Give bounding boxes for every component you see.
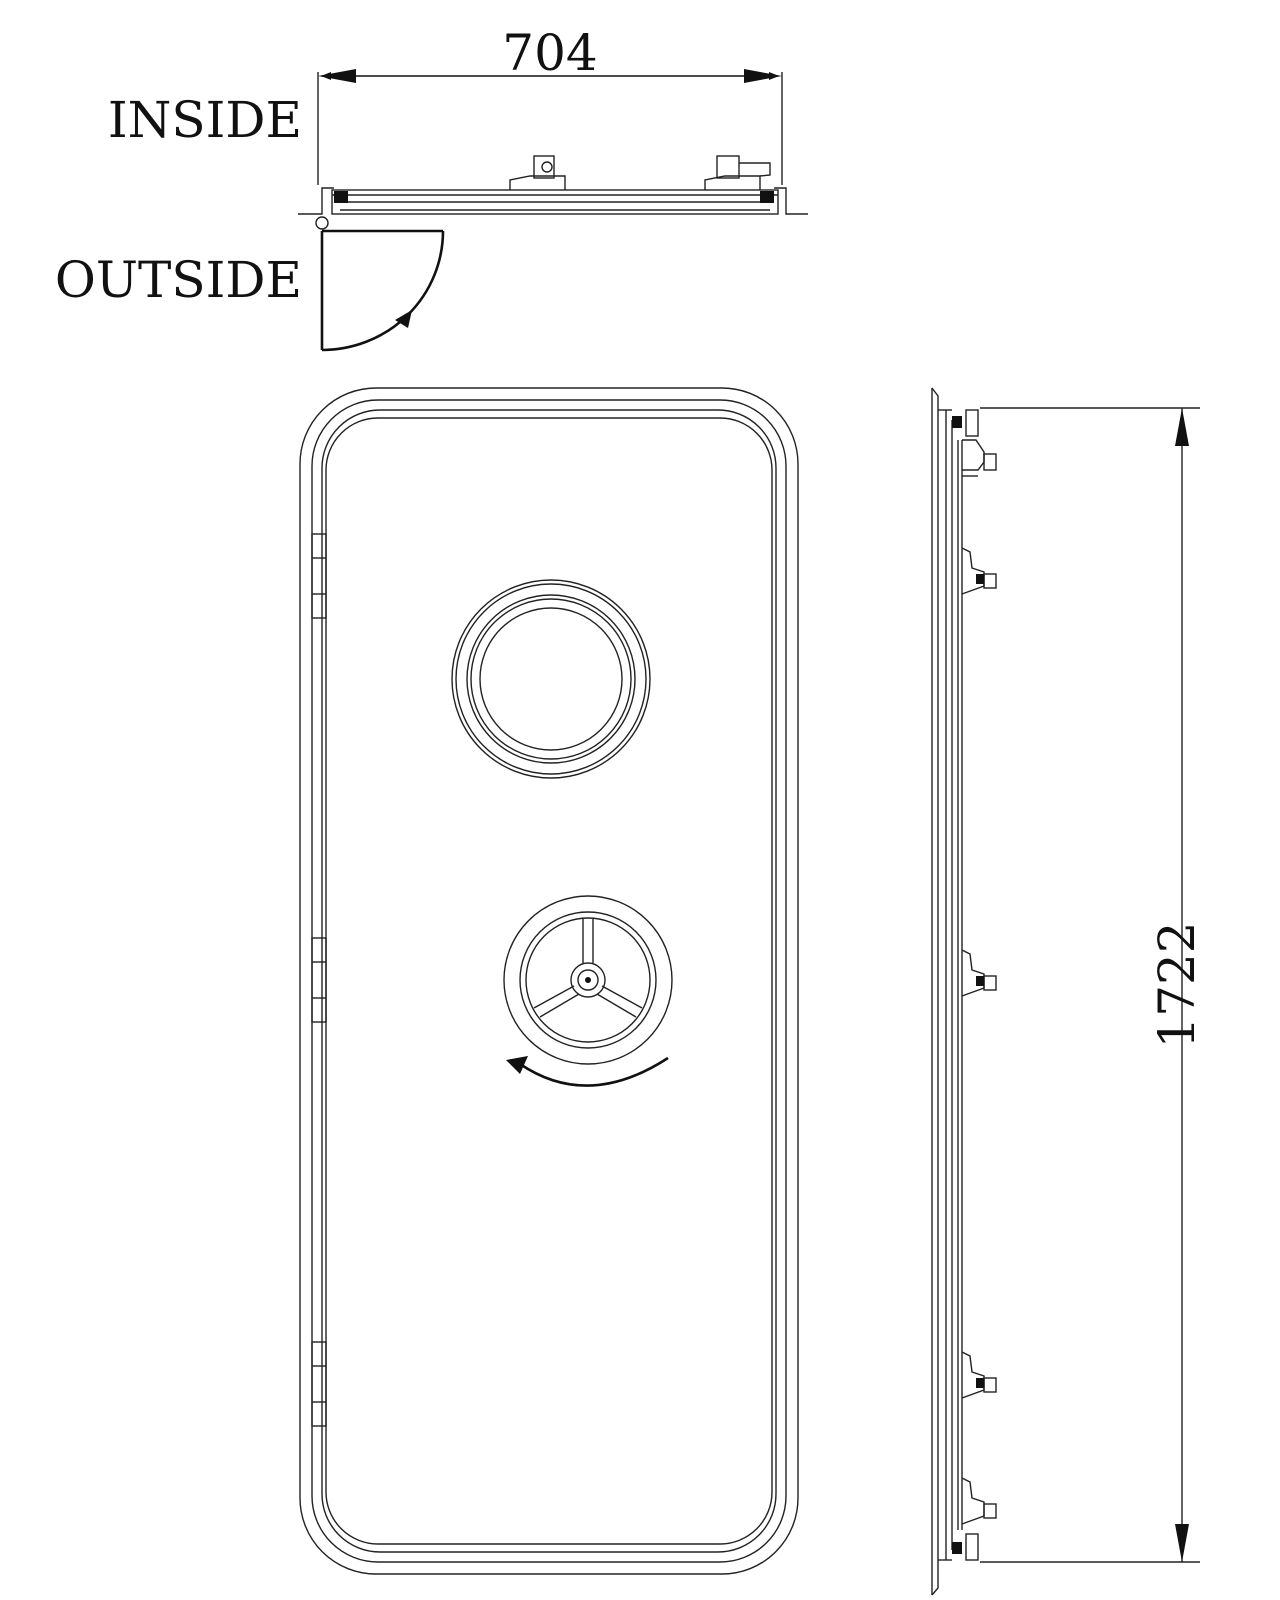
side-dog-2 [961, 547, 997, 595]
hinge-bottom [311, 1341, 327, 1427]
side-dog-5 [961, 1477, 997, 1525]
handwheel [503, 895, 673, 1065]
width-dimension: 704 [317, 24, 783, 185]
rotation-arrow [506, 1056, 669, 1087]
front-elevation [299, 387, 799, 1575]
height-dimension-label: 1722 [1148, 921, 1206, 1048]
hinge-middle [311, 937, 327, 1023]
side-elevation: 1722 [931, 387, 1206, 1596]
plan-dog-right [704, 155, 771, 190]
hinge-top [311, 533, 327, 619]
plan-view: 704 INSIDE OUTSIDE [55, 24, 808, 352]
porthole-window [451, 579, 651, 779]
plan-dog-center [509, 155, 566, 190]
height-dimension: 1722 [980, 407, 1206, 1563]
side-dog-3 [961, 949, 997, 997]
swing-arc [320, 229, 445, 352]
side-dog-1 [962, 439, 997, 477]
outside-label: OUTSIDE [55, 251, 302, 309]
width-dimension-label: 704 [502, 24, 597, 82]
side-dog-4 [961, 1351, 997, 1399]
inside-label: INSIDE [108, 91, 302, 149]
